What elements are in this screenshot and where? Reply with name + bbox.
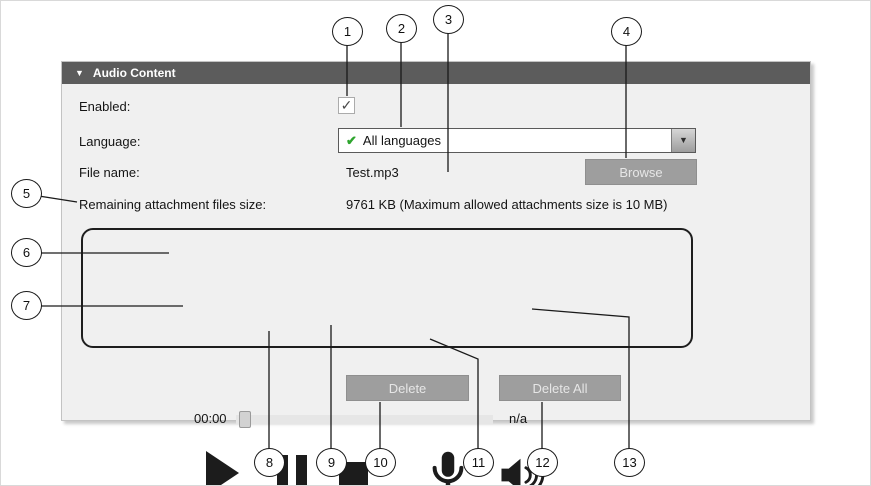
- file-name-label: File name:: [79, 165, 140, 180]
- seek-slider-thumb[interactable]: [239, 411, 251, 428]
- panel-title: Audio Content: [92, 66, 176, 80]
- delete-button[interactable]: Delete: [346, 375, 469, 401]
- play-button[interactable]: [206, 451, 239, 485]
- callout-badge-9: 9: [316, 448, 347, 477]
- callout-badge-12: 12: [527, 448, 558, 477]
- file-name-value: Test.mp3: [346, 165, 399, 180]
- callout-badge-10: 10: [365, 448, 396, 477]
- callout-badge-7: 7: [11, 291, 42, 320]
- callout-badge-8: 8: [254, 448, 285, 477]
- play-icon: [206, 451, 239, 485]
- audio-player: 00:00 n/a: [81, 228, 693, 485]
- dropdown-arrow-button[interactable]: ▼: [671, 129, 695, 152]
- language-check-icon: ✔: [346, 132, 357, 148]
- language-label: Language:: [79, 134, 141, 149]
- elapsed-time: 00:00: [194, 411, 227, 426]
- callout-badge-3: 3: [433, 5, 464, 34]
- remaining-size-label: Remaining attachment files size:: [79, 197, 267, 212]
- stop-button[interactable]: [339, 462, 368, 485]
- stop-icon: [339, 462, 368, 485]
- language-selected-value: All languages: [362, 133, 441, 148]
- enabled-label: Enabled:: [79, 99, 131, 114]
- callout-badge-2: 2: [386, 14, 417, 43]
- language-dropdown[interactable]: ✔ All languages ▼: [338, 128, 696, 153]
- checkmark-icon: ✓: [340, 97, 353, 113]
- browse-button[interactable]: Browse: [585, 159, 697, 185]
- duration-label: n/a: [509, 411, 528, 426]
- callout-badge-1: 1: [332, 17, 363, 46]
- microphone-icon: [432, 451, 464, 485]
- pause-icon: [296, 455, 307, 485]
- delete-all-button[interactable]: Delete All: [499, 375, 621, 401]
- callout-badge-13: 13: [614, 448, 645, 477]
- seek-slider-track[interactable]: [236, 415, 493, 424]
- chevron-down-icon: ▼: [679, 135, 688, 145]
- record-button[interactable]: [430, 450, 466, 485]
- callout-badge-6: 6: [11, 238, 42, 267]
- callout-badge-5: 5: [11, 179, 42, 208]
- callout-badge-4: 4: [611, 17, 642, 46]
- enabled-checkbox[interactable]: ✓: [338, 97, 355, 114]
- callout-badge-11: 11: [463, 448, 494, 477]
- audio-content-header[interactable]: ▼ Audio Content: [62, 62, 810, 84]
- audio-content-panel: ▼ Audio Content Enabled: ✓ Language: ✔ A…: [61, 61, 811, 485]
- remaining-size-value: 9761 KB (Maximum allowed attachments siz…: [346, 197, 668, 212]
- collapse-triangle-icon[interactable]: ▼: [75, 67, 84, 78]
